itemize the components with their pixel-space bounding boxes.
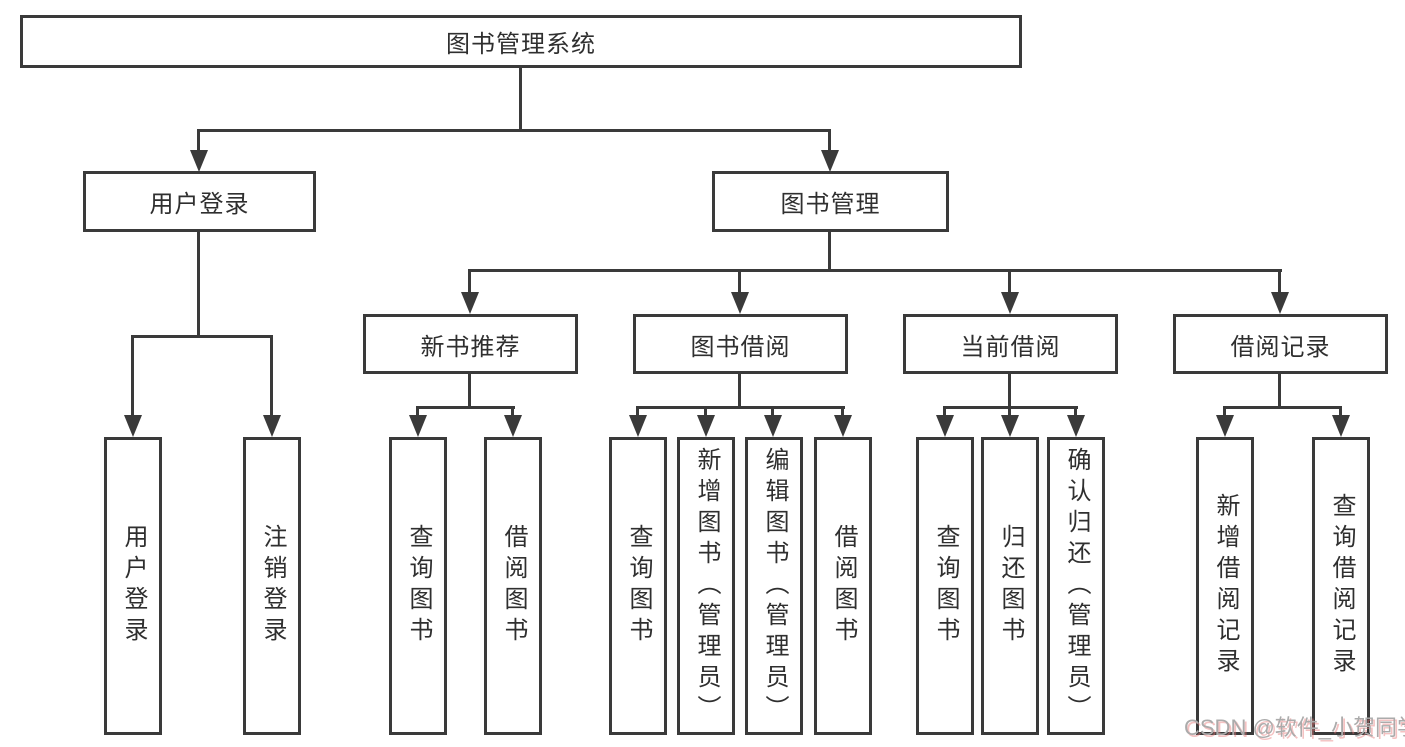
leaf-label: 查询图书 <box>625 524 652 648</box>
arrow-down-icon <box>834 415 852 437</box>
arrow-down-icon <box>124 415 142 437</box>
arrow-down-icon <box>936 415 954 437</box>
connector-drop-leaf <box>1008 406 1011 418</box>
leaf-add-borrow-record: 新增借阅记录 <box>1196 437 1254 735</box>
connector-drop-newbook <box>468 269 471 295</box>
leaf-query-books-1: 查询图书 <box>389 437 447 735</box>
leaf-add-book-admin: 新增图书（管理员） <box>677 437 735 735</box>
leaf-label: 确认归还（管理员） <box>1063 446 1090 726</box>
watermark: CSDN @软件_小贺同学 <box>1184 715 1405 740</box>
leaf-label: 查询借阅记录 <box>1328 493 1355 679</box>
leaf-label: 借阅图书 <box>500 524 527 648</box>
arrow-down-icon <box>263 415 281 437</box>
arrow-down-icon <box>821 150 839 172</box>
connector-userlogin-stem <box>197 232 200 338</box>
arrow-down-icon <box>409 415 427 437</box>
arrow-down-icon <box>764 415 782 437</box>
leaf-return-book: 归还图书 <box>981 437 1039 735</box>
leaf-borrow-books-2: 借阅图书 <box>814 437 872 735</box>
node-user-login: 用户登录 <box>83 171 316 232</box>
connector-drop-leaf <box>704 406 707 418</box>
leaf-borrow-books-1: 借阅图书 <box>484 437 542 735</box>
leaf-label: 新增借阅记录 <box>1212 493 1239 679</box>
node-current-borrow-label: 当前借阅 <box>960 333 1061 361</box>
connector-drop-leaf <box>416 406 419 418</box>
node-user-login-label: 用户登录 <box>149 191 250 218</box>
node-root-label: 图书管理系统 <box>446 31 596 58</box>
connector-drop-leaf <box>1339 406 1342 418</box>
connector-userlogin-hline <box>131 335 273 338</box>
connector-drop-leaf <box>270 335 273 417</box>
leaf-label: 查询图书 <box>405 524 432 648</box>
arrow-down-icon <box>1216 415 1234 437</box>
arrow-down-icon <box>1332 415 1350 437</box>
arrow-down-icon <box>731 292 749 314</box>
connector-drop-leaf <box>841 406 844 418</box>
leaf-logout: 注销登录 <box>243 437 301 735</box>
leaf-label: 借阅图书 <box>830 524 857 648</box>
leaf-user-login: 用户登录 <box>104 437 162 735</box>
connector-level2-hline <box>197 129 831 132</box>
connector-level3-hline <box>468 269 1282 272</box>
node-book-management-label: 图书管理 <box>780 191 881 218</box>
arrow-down-icon <box>461 292 479 314</box>
connector-drop-leaf <box>511 406 514 418</box>
connector-root-stem <box>519 66 522 131</box>
connector-borrow-stem <box>738 374 741 409</box>
connector-drop-book-mgmt <box>828 129 831 157</box>
node-current-borrow: 当前借阅 <box>903 314 1118 374</box>
arrow-down-icon <box>697 415 715 437</box>
leaf-edit-book-admin: 编辑图书（管理员） <box>745 437 803 735</box>
arrow-down-icon <box>1271 292 1289 314</box>
connector-drop-borrow <box>738 269 741 295</box>
connector-records-hline <box>1223 406 1342 409</box>
connector-newbook-hline <box>416 406 515 409</box>
leaf-query-books-3: 查询图书 <box>916 437 974 735</box>
leaf-query-books-2: 查询图书 <box>609 437 667 735</box>
leaf-confirm-return-admin: 确认归还（管理员） <box>1047 437 1105 735</box>
leaf-label: 用户登录 <box>120 524 147 648</box>
node-new-book-recommend: 新书推荐 <box>363 314 578 374</box>
node-new-book-recommend-label: 新书推荐 <box>420 333 521 361</box>
node-book-borrow: 图书借阅 <box>633 314 848 374</box>
connector-borrow-hline <box>636 406 845 409</box>
arrow-down-icon <box>190 150 208 172</box>
connector-bookmgmt-stem <box>828 232 831 272</box>
node-book-borrow-label: 图书借阅 <box>690 333 791 361</box>
leaf-label: 查询图书 <box>932 524 959 648</box>
connector-drop-leaf <box>943 406 946 418</box>
leaf-label: 归还图书 <box>997 524 1024 648</box>
connector-records-stem <box>1278 374 1281 409</box>
node-borrow-records-label: 借阅记录 <box>1230 333 1331 361</box>
connector-drop-records <box>1278 269 1281 295</box>
node-borrow-records: 借阅记录 <box>1173 314 1388 374</box>
connector-drop-leaf <box>1074 406 1077 418</box>
connector-drop-leaf <box>1223 406 1226 418</box>
connector-drop-leaf <box>131 335 134 417</box>
arrow-down-icon <box>504 415 522 437</box>
connector-newbook-stem <box>468 374 471 409</box>
connector-drop-current <box>1008 269 1011 295</box>
leaf-label: 编辑图书（管理员） <box>761 446 788 726</box>
arrow-down-icon <box>1067 415 1085 437</box>
node-book-management: 图书管理 <box>712 171 949 232</box>
connector-current-stem <box>1008 374 1011 409</box>
connector-drop-leaf <box>771 406 774 418</box>
connector-drop-user-login <box>197 129 200 157</box>
arrow-down-icon <box>629 415 647 437</box>
connector-drop-leaf <box>636 406 639 418</box>
leaf-label: 注销登录 <box>259 524 286 648</box>
arrow-down-icon <box>1001 415 1019 437</box>
leaf-query-borrow-record: 查询借阅记录 <box>1312 437 1370 735</box>
node-root: 图书管理系统 <box>20 15 1022 68</box>
arrow-down-icon <box>1001 292 1019 314</box>
leaf-label: 新增图书（管理员） <box>693 446 720 726</box>
